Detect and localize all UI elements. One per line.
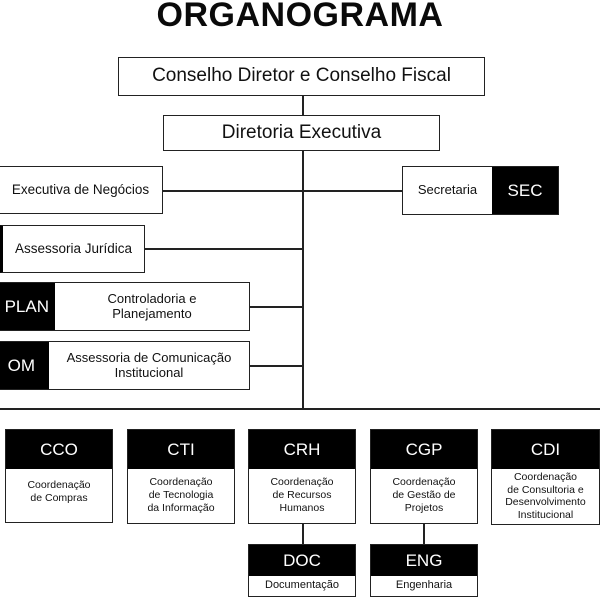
- unit-plan-code: PLAN: [0, 283, 55, 330]
- subunit-doc[interactable]: DOC Documentação: [248, 544, 356, 597]
- divider-coordinations: [0, 408, 600, 410]
- connector-cgp-eng: [423, 524, 425, 544]
- coord-cdi[interactable]: CDI Coordenação de Consultoria e Desenvo…: [491, 429, 600, 525]
- coord-cdi-label: Coordenação de Consultoria e Desenvolvim…: [505, 471, 586, 521]
- unit-secretaria-label: Secretaria: [417, 182, 478, 198]
- coord-cco[interactable]: CCO Coordenação de Compras: [5, 429, 113, 523]
- subunit-eng-code: ENG: [371, 545, 477, 576]
- coord-cgp[interactable]: CGP Coordenação de Gestão de Projetos: [370, 429, 478, 524]
- connector-board-exec: [302, 96, 304, 115]
- connector-secretaria: [302, 190, 402, 192]
- subunit-eng-label: Engenharia: [395, 579, 453, 592]
- coord-cti-label: Coordenação de Tecnologia da Informação: [147, 476, 215, 515]
- unit-assessoria-juridica[interactable]: Assessoria Jurídica: [0, 225, 145, 273]
- unit-comunicacao-label: Assessoria de Comunicação Institucional: [66, 350, 232, 380]
- coord-cgp-code: CGP: [371, 430, 477, 469]
- subunit-eng[interactable]: ENG Engenharia: [370, 544, 478, 597]
- unit-secretaria-code: SEC: [492, 167, 558, 214]
- connector-crh-doc: [302, 524, 304, 544]
- executive-board-label: Diretoria Executiva: [221, 121, 382, 143]
- coord-cdi-code: CDI: [492, 430, 599, 469]
- board-box[interactable]: Conselho Diretor e Conselho Fiscal: [118, 57, 485, 96]
- coord-crh-code: CRH: [249, 430, 355, 469]
- subunit-doc-label: Documentação: [265, 579, 339, 592]
- subunit-doc-code: DOC: [249, 545, 355, 576]
- coord-cco-label: Coordenação de Compras: [27, 479, 91, 505]
- coord-crh-label: Coordenação de Recursos Humanos: [270, 476, 334, 515]
- coord-cti[interactable]: CTI Coordenação de Tecnologia da Informa…: [127, 429, 235, 524]
- unit-comunicacao-code: OM: [0, 342, 49, 389]
- unit-plan[interactable]: PLAN Controladoria e Planejamento: [0, 282, 250, 331]
- connector-juridica: [145, 248, 303, 250]
- unit-assessoria-juridica-label: Assessoria Jurídica: [14, 240, 133, 256]
- coord-cgp-label: Coordenação de Gestão de Projetos: [392, 476, 456, 515]
- page-title: ORGANOGRAMA: [156, 0, 444, 34]
- board-label: Conselho Diretor e Conselho Fiscal: [152, 65, 451, 87]
- coord-cti-code: CTI: [128, 430, 234, 469]
- unit-comunicacao[interactable]: OM Assessoria de Comunicação Institucion…: [0, 341, 250, 390]
- connector-com: [250, 365, 303, 367]
- connector-executiva-negocios: [163, 190, 303, 192]
- unit-executiva-negocios[interactable]: Executiva de Negócios: [0, 166, 163, 214]
- unit-plan-label: Controladoria e Planejamento: [107, 291, 197, 321]
- connector-main-trunk: [302, 151, 304, 409]
- connector-plan: [250, 306, 303, 308]
- unit-secretaria[interactable]: Secretaria SEC: [402, 166, 559, 215]
- unit-executiva-negocios-label: Executiva de Negócios: [11, 181, 150, 197]
- coord-crh[interactable]: CRH Coordenação de Recursos Humanos: [248, 429, 356, 524]
- coord-cco-code: CCO: [6, 430, 112, 469]
- executive-board-box[interactable]: Diretoria Executiva: [163, 115, 440, 151]
